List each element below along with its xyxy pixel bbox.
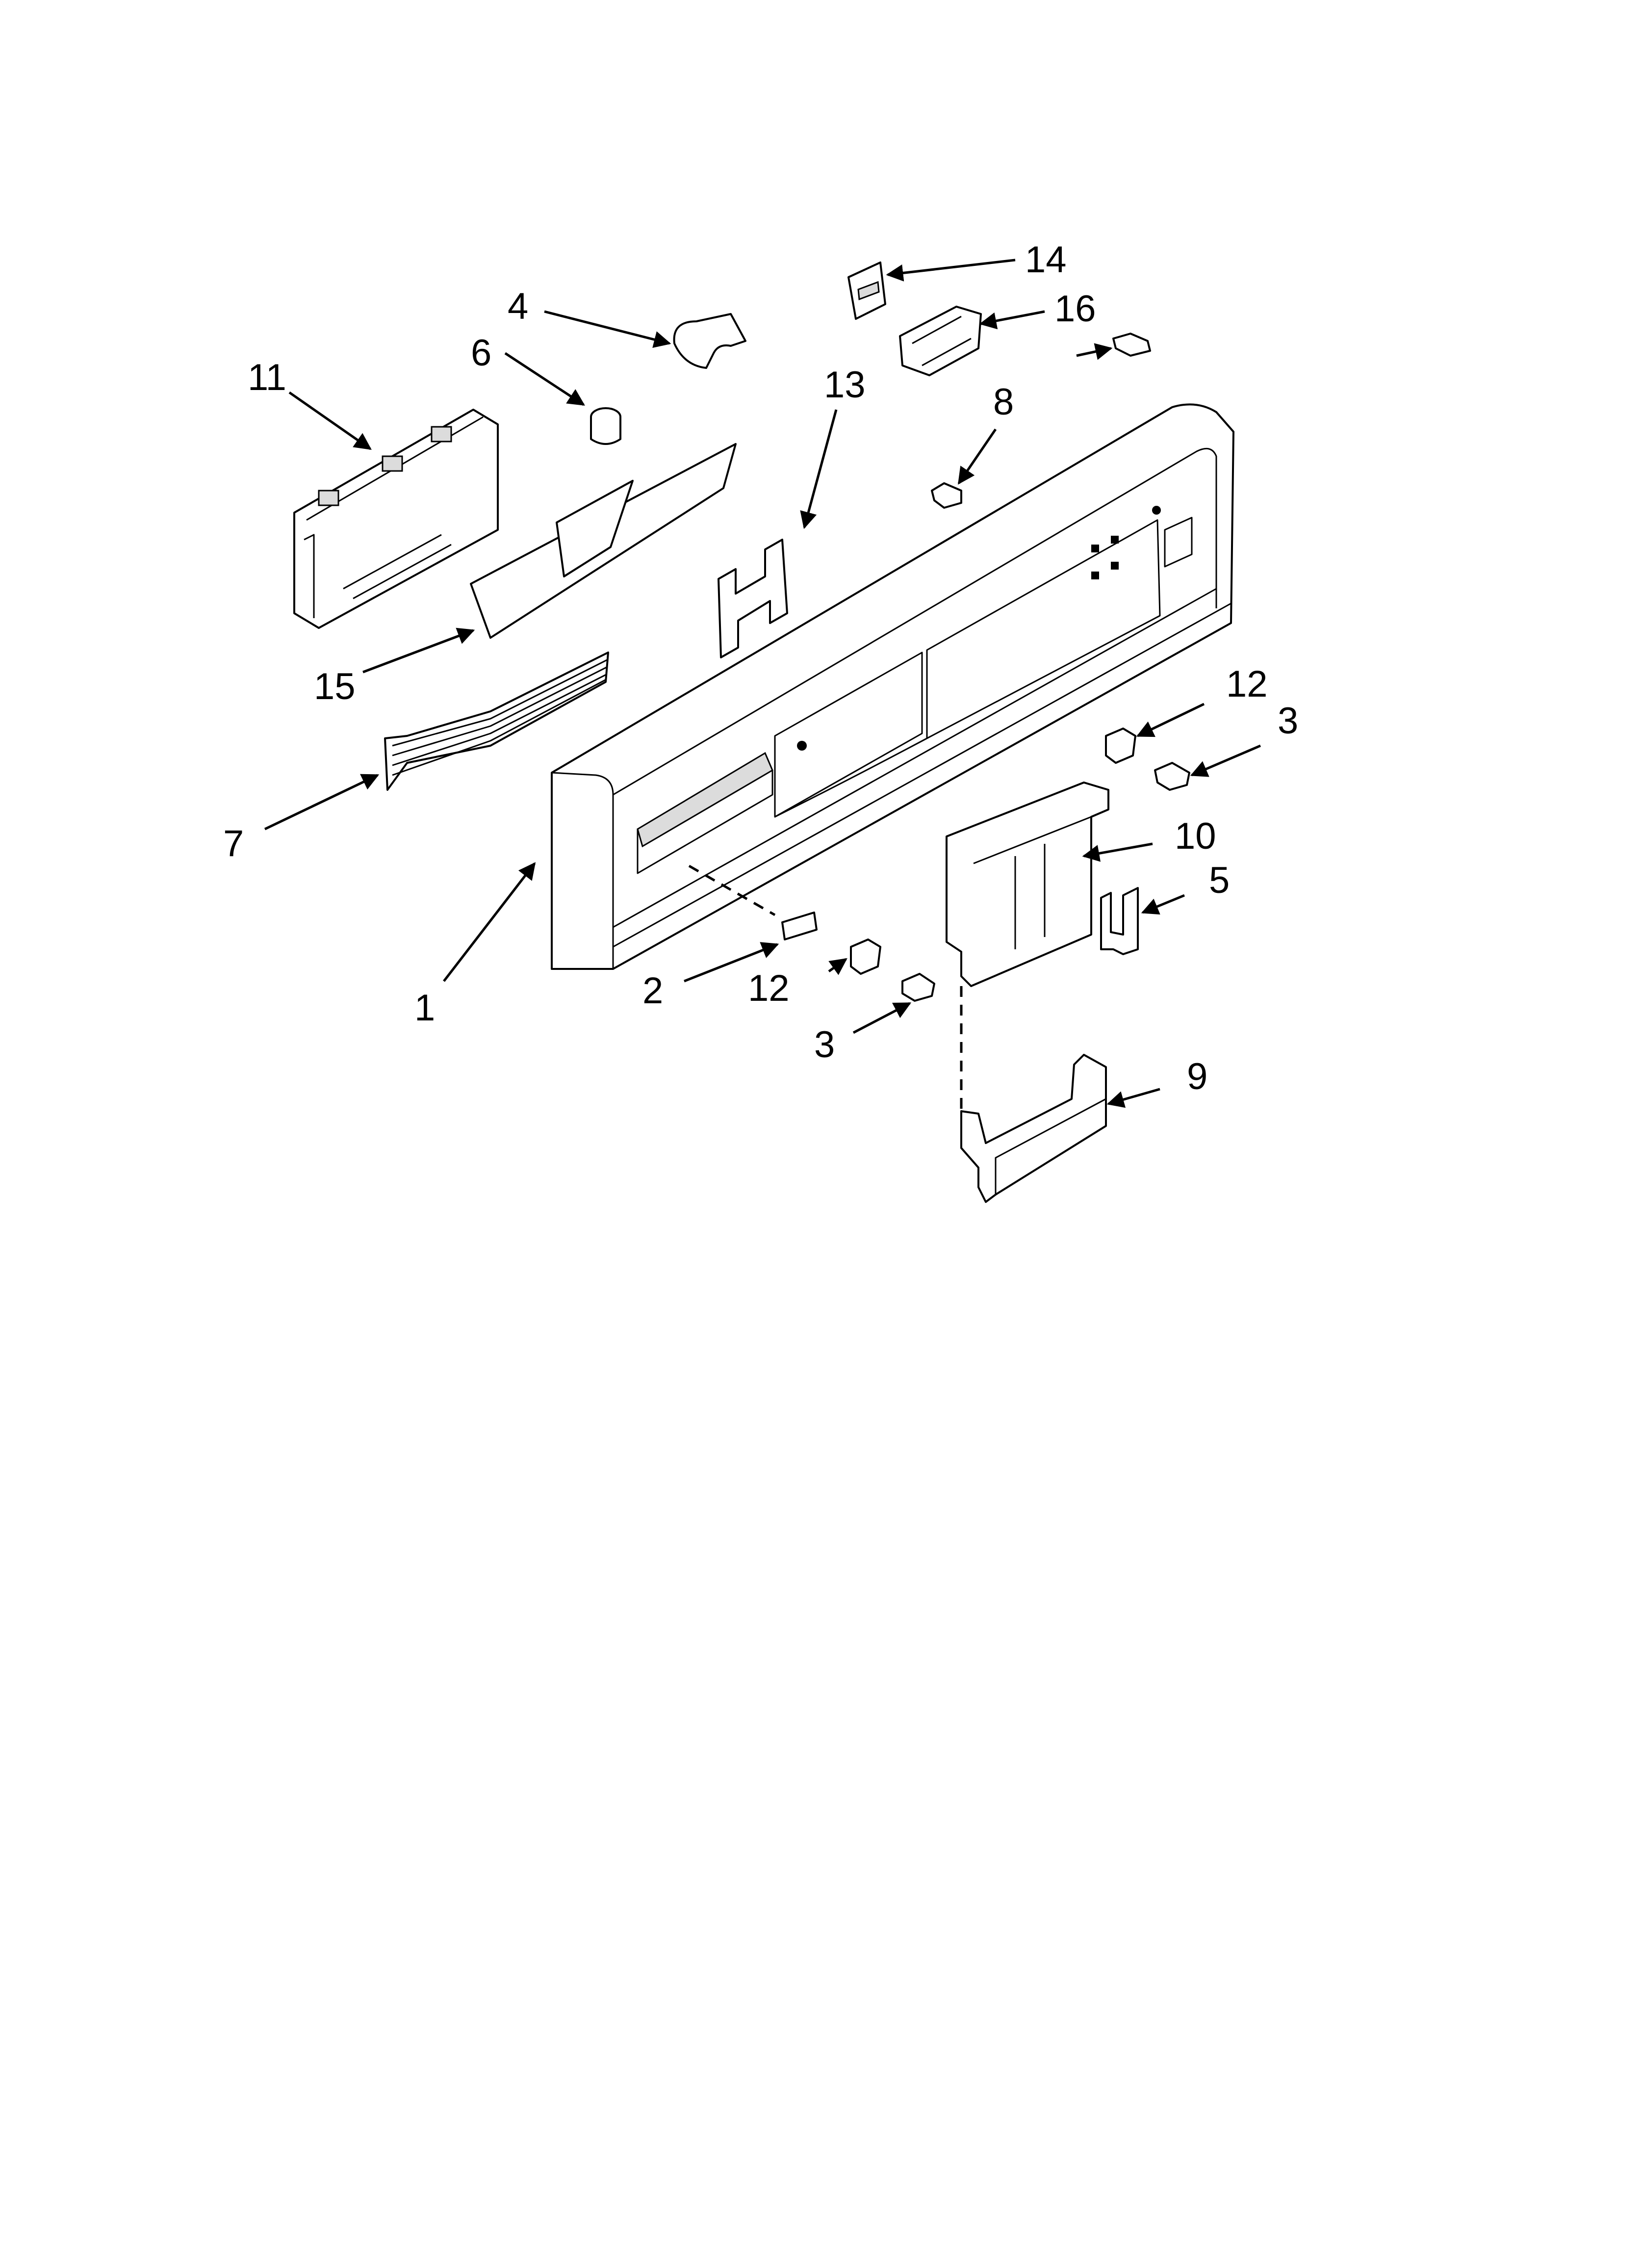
callout-16: 16 xyxy=(1054,288,1096,330)
screw-8-lower-part xyxy=(931,482,962,509)
callout-9: 9 xyxy=(1187,1056,1207,1097)
leader-15 xyxy=(362,627,475,674)
clip-12-right-part xyxy=(1105,728,1136,764)
label-part xyxy=(688,864,818,940)
clip-4-part xyxy=(673,313,746,369)
callout-12-right: 12 xyxy=(1226,663,1268,705)
leader-13 xyxy=(800,409,838,529)
leader-8-lower xyxy=(957,428,997,485)
knob-6-part xyxy=(590,407,621,445)
leader-12-left xyxy=(828,958,847,975)
bracket-10-part xyxy=(946,782,1109,987)
screw-3-right-part xyxy=(1154,762,1190,791)
callout-15: 15 xyxy=(314,666,356,707)
screw-8-upper-part xyxy=(1112,333,1151,357)
callout-13: 13 xyxy=(824,364,866,406)
bracket-5-part xyxy=(1100,887,1139,955)
leader-lines xyxy=(264,259,1261,1108)
callout-3-right: 3 xyxy=(1278,700,1298,742)
leader-5 xyxy=(1141,894,1185,915)
callout-labels: 1 2 3 3 4 5 6 7 8 9 10 11 12 12 13 14 15… xyxy=(223,239,1298,1097)
callout-6: 6 xyxy=(471,332,491,374)
callout-3-left: 3 xyxy=(814,1024,835,1066)
leader-10 xyxy=(1082,842,1153,862)
ribbon-cable-part xyxy=(384,652,609,791)
overlay-sheet-part xyxy=(470,443,737,639)
leader-8-upper xyxy=(1076,343,1113,360)
leader-3-left xyxy=(852,1002,912,1034)
leader-4 xyxy=(544,310,671,348)
callout-8: 8 xyxy=(993,381,1014,423)
leader-9 xyxy=(1106,1088,1160,1108)
leader-2 xyxy=(684,942,779,983)
badge-14-part xyxy=(847,261,886,320)
callout-7: 7 xyxy=(223,823,244,864)
callout-2: 2 xyxy=(642,970,663,1012)
callout-5: 5 xyxy=(1209,860,1230,901)
leader-14 xyxy=(886,259,1016,282)
control-board-part xyxy=(293,409,499,629)
leader-3-right xyxy=(1190,744,1261,777)
screw-3-left-part xyxy=(901,973,935,1002)
holder-16-part xyxy=(899,306,982,376)
leader-7 xyxy=(264,774,380,831)
bracket-13-part xyxy=(718,539,788,658)
callout-11: 11 xyxy=(248,357,286,398)
leader-6 xyxy=(504,352,585,406)
leader-11 xyxy=(288,391,372,450)
callout-4: 4 xyxy=(508,286,528,327)
callout-1: 1 xyxy=(414,987,435,1029)
callout-12-left: 12 xyxy=(748,967,790,1009)
bracket-9-part xyxy=(960,1054,1107,1203)
clip-12-left-part xyxy=(850,938,881,975)
callout-14: 14 xyxy=(1025,239,1067,281)
control-panel-part xyxy=(551,403,1234,970)
callout-10: 10 xyxy=(1175,815,1216,857)
leader-16 xyxy=(979,310,1045,330)
leader-1 xyxy=(443,862,536,982)
leader-12-right xyxy=(1136,703,1205,737)
